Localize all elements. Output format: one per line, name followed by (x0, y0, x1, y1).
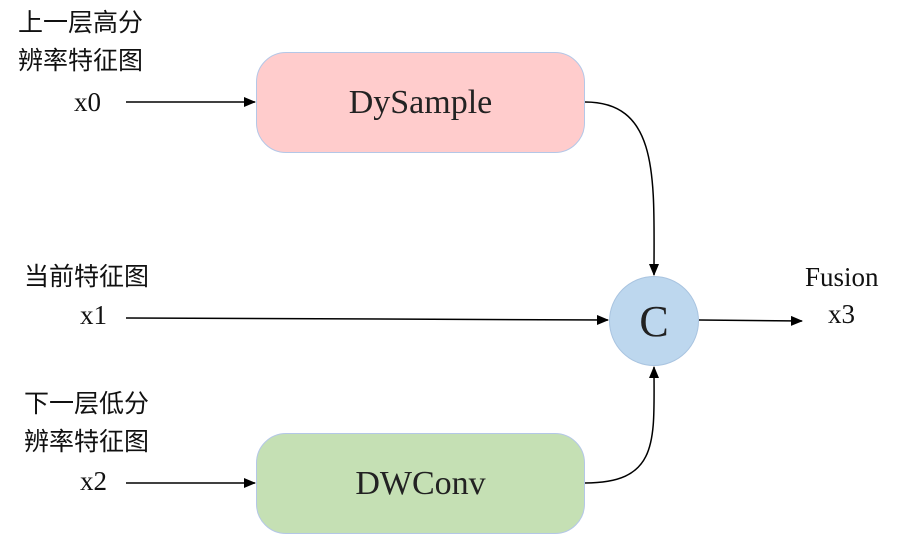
concat-node: C (609, 276, 699, 366)
input-x2-title-line2: 辨率特征图 (24, 427, 150, 456)
dwconv-label: DWConv (355, 464, 486, 502)
arrow-dwconv-to-concat (584, 366, 660, 484)
input-x0-title-line1: 上一层高分 (18, 8, 144, 37)
concat-label: C (639, 296, 669, 346)
input-x0-variable: x0 (74, 87, 101, 117)
dysample-label: DySample (348, 83, 493, 121)
output-title: Fusion (805, 262, 879, 292)
input-x2-variable: x2 (80, 466, 107, 496)
dwconv-block: DWConv (256, 433, 585, 534)
arrow-dysample-to-concat (584, 101, 660, 276)
input-x0-title-line2: 辨率特征图 (18, 46, 144, 75)
input-x2-title-line1: 下一层低分 (24, 389, 150, 418)
arrow-concat-to-output (698, 315, 803, 326)
input-x1-variable: x1 (80, 300, 107, 330)
dysample-block: DySample (256, 52, 585, 153)
output-variable: x3 (828, 299, 855, 329)
arrow-x1-to-concat (125, 314, 609, 325)
input-x1-title: 当前特征图 (24, 262, 150, 291)
